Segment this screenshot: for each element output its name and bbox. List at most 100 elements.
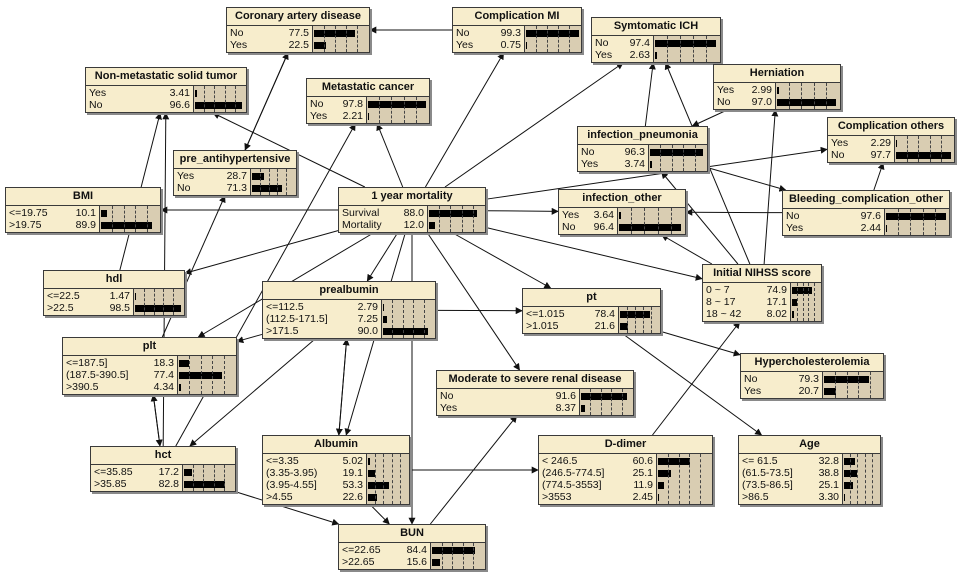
state-value: 2.29	[870, 137, 891, 149]
state-row: No 77.5	[230, 27, 309, 39]
gridline	[898, 209, 899, 235]
bar-slot	[525, 39, 581, 51]
state-label: No	[230, 27, 244, 39]
state-label: No	[581, 146, 595, 158]
node-title: Age	[739, 436, 880, 454]
gridline	[375, 454, 376, 504]
state-label: No	[177, 182, 191, 194]
belief-bar	[368, 458, 370, 465]
state-row: (246.5-774.5]25.1	[542, 467, 653, 479]
edge-pt-to-hyperc	[660, 331, 741, 357]
node-title: Non-metastatic solid tumor	[86, 68, 246, 86]
gridline	[189, 356, 190, 394]
bar-slot	[382, 325, 435, 337]
gridline	[601, 389, 602, 415]
state-value: 3.30	[818, 491, 839, 503]
belief-bar	[368, 470, 376, 477]
state-value: 2.63	[629, 49, 650, 61]
state-label: (61.5-73.5]	[742, 467, 793, 479]
state-label: <=187.5]	[66, 357, 108, 369]
gridline	[204, 86, 205, 112]
state-value: 77.5	[288, 27, 309, 39]
state-label: >22.65	[342, 556, 375, 568]
state-label: <=3.35	[266, 455, 299, 467]
state-value: 17.2	[158, 466, 179, 478]
gridline	[424, 300, 425, 338]
gridline	[826, 83, 827, 109]
state-label: (774.5-3553]	[542, 479, 602, 491]
state-value: 21.6	[594, 320, 615, 332]
node-title: BUN	[339, 525, 485, 543]
state-label: >22.5	[47, 302, 74, 314]
state-row: (112.5-171.5]7.25	[266, 313, 378, 325]
state-label: <= 61.5	[742, 455, 778, 467]
belief-bar	[314, 42, 326, 49]
state-value: 53.3	[342, 479, 363, 491]
state-value: 3.74	[624, 158, 645, 170]
belief-bars	[823, 372, 883, 398]
bar-slot	[367, 98, 429, 110]
edge-nihss-to-infp	[661, 171, 739, 265]
belief-bars	[843, 454, 880, 504]
belief-bar	[777, 99, 837, 106]
bar-slot	[657, 467, 712, 479]
bar-slot	[367, 455, 409, 467]
belief-bar	[886, 225, 888, 232]
state-row: (774.5-3553]11.9	[542, 479, 653, 491]
belief-bar	[658, 458, 690, 465]
bar-slot	[618, 209, 685, 221]
gridline	[635, 307, 636, 333]
state-value: 97.8	[342, 98, 363, 110]
node-title: BMI	[6, 188, 160, 206]
bar-slot	[251, 170, 296, 182]
state-value: 78.4	[594, 308, 615, 320]
belief-bar	[184, 481, 225, 488]
state-value: 71.3	[226, 182, 247, 194]
gridline	[214, 86, 215, 112]
state-label: >3553	[542, 491, 572, 503]
belief-bar	[135, 293, 136, 300]
